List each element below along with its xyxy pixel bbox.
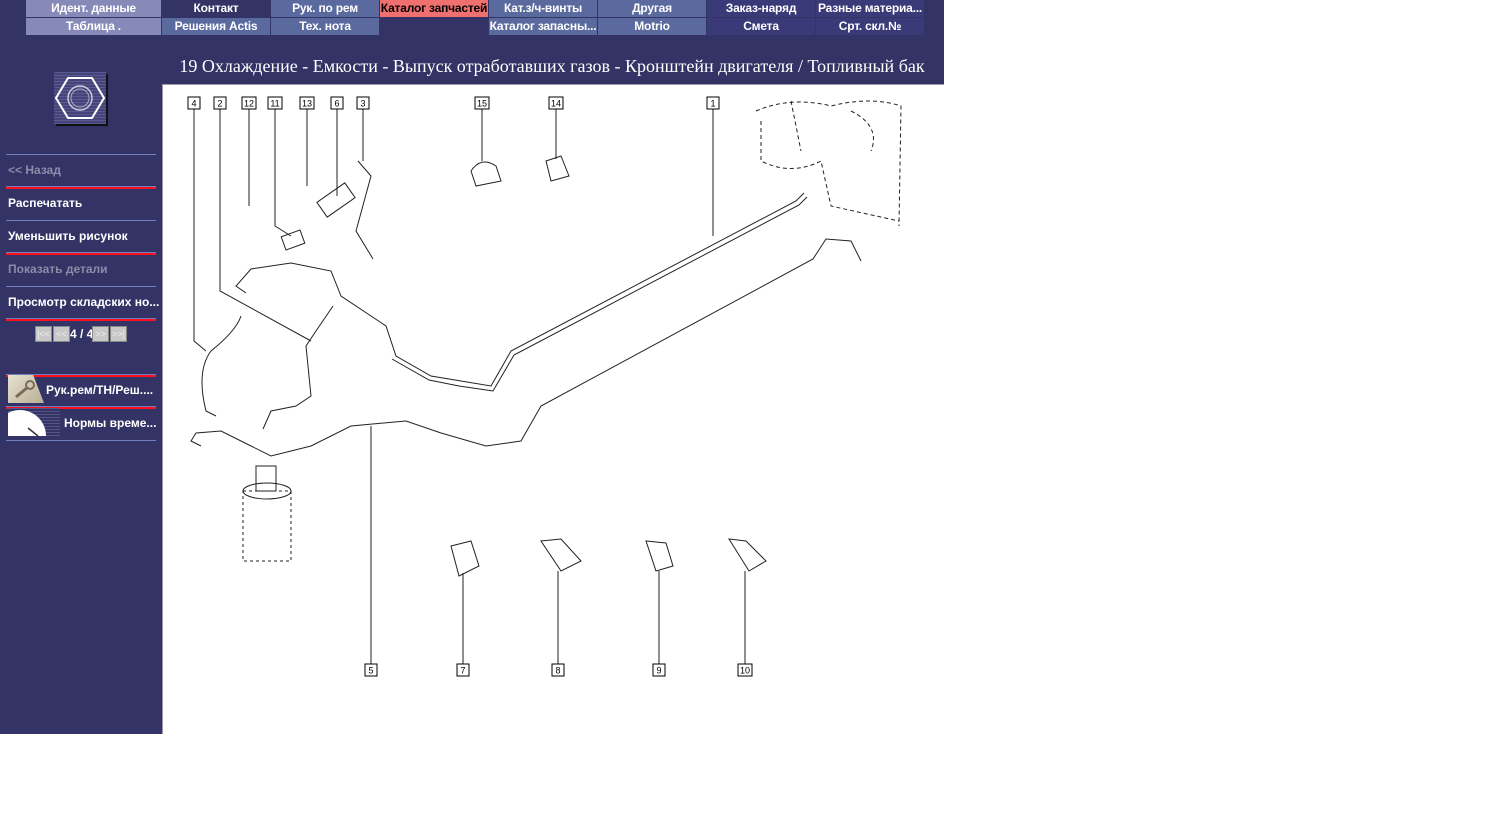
svg-text:6: 6 — [334, 99, 339, 109]
callout-14[interactable]: 14 — [548, 96, 564, 110]
page-indicator: 4 / 4 — [70, 327, 94, 341]
callout-8[interactable]: 8 — [551, 663, 565, 677]
callout-15[interactable]: 15 — [474, 96, 490, 110]
svg-text:13: 13 — [302, 99, 312, 109]
svg-text:9: 9 — [656, 666, 661, 676]
callout-9[interactable]: 9 — [652, 663, 666, 677]
time-norms-label: Нормы време... — [64, 416, 157, 430]
callout-2[interactable]: 2 — [213, 96, 227, 110]
svg-text:12: 12 — [244, 99, 254, 109]
callout-1[interactable]: 1 — [706, 96, 720, 110]
svg-text:7: 7 — [460, 666, 465, 676]
page-title: 19 Охлаждение - Емкости - Выпуск отработ… — [179, 56, 925, 76]
nav-estimate[interactable]: Смета — [707, 18, 815, 35]
nav-ident-data[interactable]: Идент. данные — [26, 0, 161, 17]
nav-table[interactable]: Таблица . — [26, 18, 161, 35]
repair-manual-label: Рук.рем/ТН/Реш.... — [46, 383, 154, 397]
app-window: Идент. данные Контакт Рук. по рем Катало… — [0, 0, 944, 734]
callout-12[interactable]: 12 — [241, 96, 257, 110]
parts-diagram-panel: 4 2 12 11 13 6 3 15 14 1 5 7 8 9 10 — [162, 84, 944, 734]
separator — [6, 374, 156, 377]
back-link[interactable]: << Назад — [8, 163, 61, 177]
svg-text:3: 3 — [360, 99, 365, 109]
print-button[interactable]: Распечатать — [8, 196, 83, 210]
separator — [6, 286, 156, 287]
nav-tech-note[interactable]: Тех. нота — [271, 18, 379, 35]
nut-logo-icon — [54, 72, 106, 124]
svg-text:4: 4 — [191, 99, 196, 109]
svg-text:8: 8 — [555, 666, 560, 676]
prev-page-button[interactable]: << — [53, 326, 70, 342]
svg-text:1: 1 — [710, 99, 715, 109]
separator — [6, 406, 156, 409]
callout-7[interactable]: 7 — [456, 663, 470, 677]
bottom-callouts: 5 7 8 9 10 — [364, 663, 753, 677]
separator — [6, 220, 156, 221]
callout-13[interactable]: 13 — [299, 96, 315, 110]
svg-text:5: 5 — [368, 666, 373, 676]
separator — [6, 318, 156, 321]
first-page-button[interactable]: |<< — [35, 326, 52, 342]
top-callouts: 4 2 12 11 13 6 3 15 14 1 — [187, 96, 720, 110]
nav-parts-catalog[interactable]: Каталог запчастей — [380, 0, 488, 17]
callout-5[interactable]: 5 — [364, 663, 378, 677]
nav-motrio[interactable]: Motrio — [598, 18, 706, 35]
nav-repair-manual[interactable]: Рук. по рем — [271, 0, 379, 17]
callout-3[interactable]: 3 — [356, 96, 370, 110]
nav-contact[interactable]: Контакт — [162, 0, 270, 17]
svg-text:11: 11 — [270, 99, 279, 109]
nav-stock-no[interactable]: Срт. скл.№ — [816, 18, 924, 35]
nav-spare-catalog[interactable]: Каталог запасны... — [489, 18, 597, 35]
separator — [6, 252, 156, 255]
callout-6[interactable]: 6 — [330, 96, 344, 110]
svg-text:10: 10 — [740, 666, 750, 676]
clock-icon — [0, 408, 60, 462]
show-details-button[interactable]: Показать детали — [8, 262, 108, 276]
callout-10[interactable]: 10 — [737, 663, 753, 677]
stock-numbers-button[interactable]: Просмотр складских но... — [8, 295, 160, 309]
wrench-icon — [8, 375, 44, 403]
nav-other[interactable]: Другая — [598, 0, 706, 17]
next-page-button[interactable]: >> — [92, 326, 109, 342]
svg-text:2: 2 — [217, 99, 222, 109]
shrink-image-button[interactable]: Уменьшить рисунок — [8, 229, 128, 243]
nav-misc-materials[interactable]: Разные материа... — [816, 0, 924, 17]
nav-work-order[interactable]: Заказ-наряд — [707, 0, 815, 17]
separator — [6, 186, 156, 189]
svg-text:14: 14 — [551, 99, 561, 109]
callout-4[interactable]: 4 — [187, 96, 201, 110]
separator — [6, 154, 156, 155]
separator — [6, 440, 156, 441]
parts-diagram: 4 2 12 11 13 6 3 15 14 1 5 7 8 9 10 — [187, 96, 902, 677]
time-norms-tool[interactable]: Нормы време... — [0, 408, 157, 462]
repair-manual-tool[interactable]: Рук.рем/ТН/Реш.... — [8, 375, 156, 405]
nav-actis[interactable]: Решения Actis — [162, 18, 270, 35]
callout-11[interactable]: 11 — [267, 96, 283, 110]
nav-parts-screws[interactable]: Кат.з/ч-винты — [489, 0, 597, 17]
svg-text:15: 15 — [477, 99, 487, 109]
last-page-button[interactable]: >>| — [110, 326, 127, 342]
